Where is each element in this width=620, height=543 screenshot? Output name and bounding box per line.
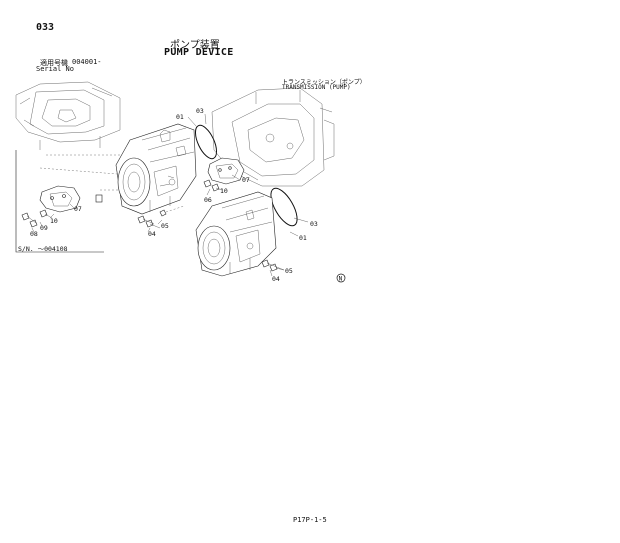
callout-04-lower: 04 [272, 275, 280, 283]
transmission-label: TRANSMISSION (PUMP) [282, 84, 351, 91]
callout-07-left: 07 [74, 205, 82, 213]
title-japanese: ポンプ装置 [170, 40, 220, 51]
main-pump-lower [195, 191, 277, 277]
callout-10-left: 10 [50, 217, 58, 225]
leader-lines [31, 113, 309, 277]
pump-cover-left [21, 185, 103, 228]
pump-cover-middle [203, 157, 259, 192]
page-number: 033 [36, 22, 55, 33]
callout-10-middle: 10 [220, 187, 228, 195]
callout-08-left: 08 [30, 230, 38, 238]
callout-06-middle: 06 [204, 196, 212, 204]
callout-01-lower: 01 [299, 234, 307, 242]
sn-note: S/N. ～004108 [18, 245, 68, 253]
bolts-lower-pump [261, 259, 285, 272]
serial-range: 004001- [72, 58, 102, 66]
callout-05-left: 05 [161, 222, 169, 230]
callout-03-upper: 03 [196, 107, 204, 115]
callout-01-upper: 01 [176, 113, 184, 121]
callout-04-left: 04 [148, 230, 156, 238]
page-title: PUMP DEVICE [164, 47, 234, 58]
serial-label: Serial No [36, 65, 74, 73]
serial-label-japanese: 適用号機 [40, 59, 68, 67]
o-ring-upper [194, 124, 218, 160]
o-ring-lower [270, 187, 298, 227]
callout-07-middle: 07 [242, 176, 250, 184]
transmission-label-japanese: トランスミッション（ポンプ） [282, 79, 366, 86]
n-mark: N [336, 273, 346, 283]
background-assembly-left [15, 81, 121, 150]
callout-09-left: 09 [40, 224, 48, 232]
callout-03-lower: 03 [310, 220, 318, 228]
page-code: P17P-1-5 [293, 516, 327, 524]
callout-05-lower: 05 [285, 267, 293, 275]
main-pump-upper [115, 123, 197, 215]
bolts-upper-pump [137, 205, 185, 229]
svg-text:N: N [339, 276, 343, 283]
